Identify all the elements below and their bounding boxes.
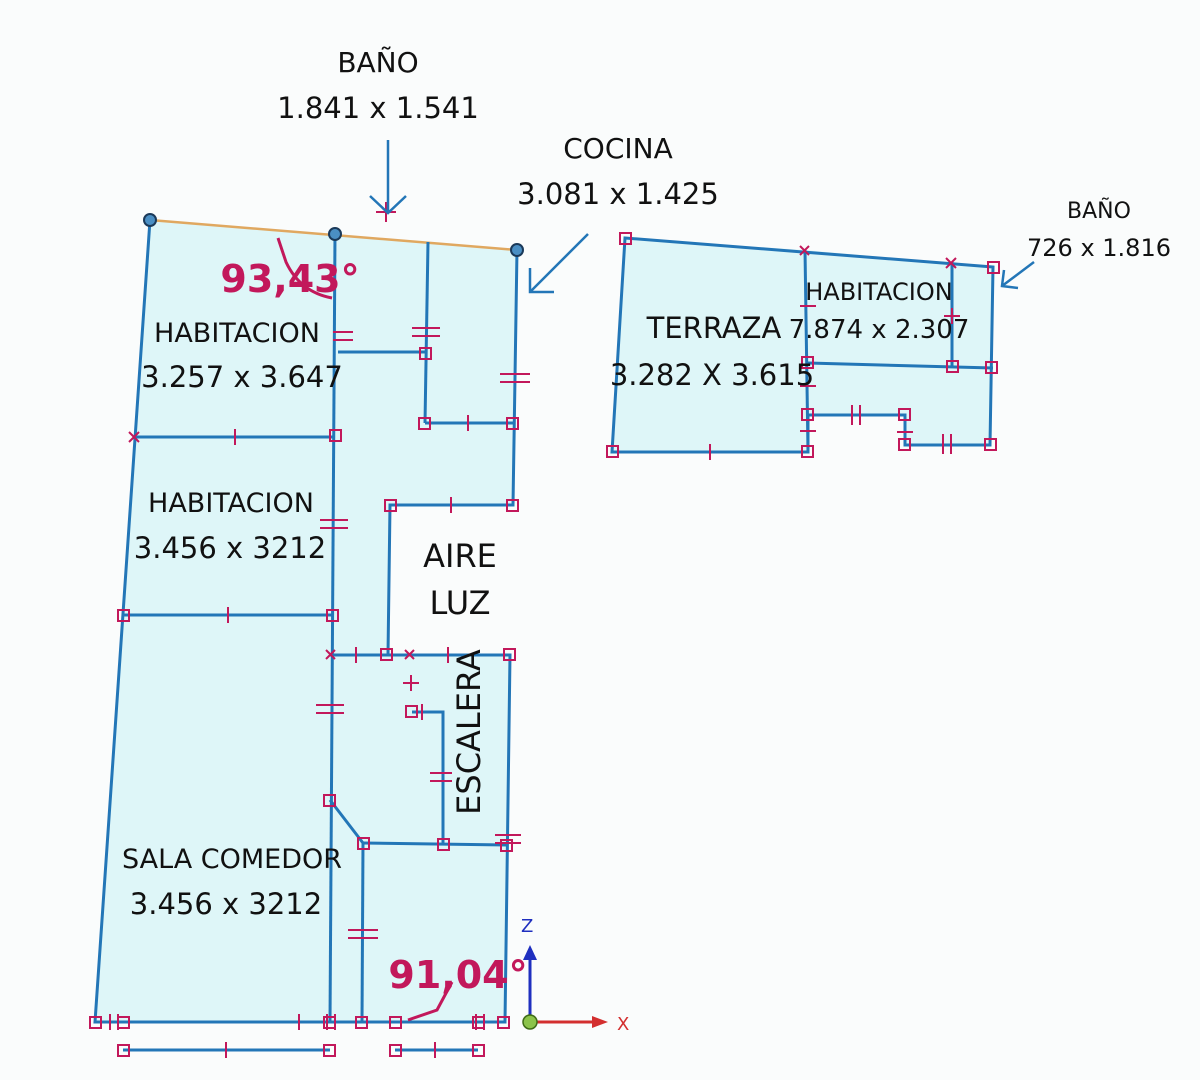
sala-name: SALA COMEDOR (122, 844, 342, 875)
right-block-fill (612, 238, 993, 452)
hab1-name: HABITACION (154, 318, 320, 349)
aire-label: AIRE (423, 537, 497, 575)
terraza-name: TERRAZA (646, 311, 782, 345)
left-block-walls (93, 219, 519, 1052)
angle-labels: 93,43° 91,04° (220, 257, 527, 997)
bano-top-dims: 1.841 x 1.541 (277, 91, 479, 125)
escalera-label: ESCALERA (450, 649, 488, 815)
z-axis-label: Z (521, 916, 533, 937)
hab2-dims: 3.456 x 3212 (134, 531, 326, 565)
left-block-fill (95, 220, 517, 1022)
angle-arc-top (276, 237, 333, 300)
bano-top-name: BAÑO (337, 46, 418, 79)
hab3-name: HABITACION (805, 278, 952, 306)
hab1-dims: 3.257 x 3.647 (141, 360, 343, 394)
angle-top: 93,43° (220, 257, 359, 301)
bano-right-dims: 726 x 1.816 (1027, 234, 1171, 262)
node-markers (89, 232, 1000, 1057)
luz-label: LUZ (429, 584, 490, 622)
bano-right-name: BAÑO (1067, 197, 1131, 224)
arrow-bano-right (1000, 261, 1035, 290)
x-axis-label: X (617, 1014, 629, 1035)
hab2-name: HABITACION (148, 488, 314, 519)
cocina-dims: 3.081 x 1.425 (517, 177, 719, 211)
pointer-arrows (369, 140, 1035, 294)
terraza-dims: 3.282 X 3.615 (610, 358, 814, 392)
sala-dims: 3.456 x 3212 (130, 887, 322, 921)
cocina-name: COCINA (563, 132, 673, 165)
angle-arc-bottom (407, 981, 454, 1022)
room-labels: BAÑO 1.841 x 1.541 COCINA 3.081 x 1.425 … (122, 46, 1171, 921)
constraint-marks (109, 202, 960, 1058)
top-nodes (143, 213, 524, 257)
arrow-bano-top (369, 140, 407, 215)
axis-indicator: Z X (521, 916, 629, 1035)
hab3-dims: 7.874 x 2.307 (789, 315, 970, 345)
angle-bottom: 91,04° (388, 953, 527, 997)
arrow-cocina (528, 233, 589, 294)
